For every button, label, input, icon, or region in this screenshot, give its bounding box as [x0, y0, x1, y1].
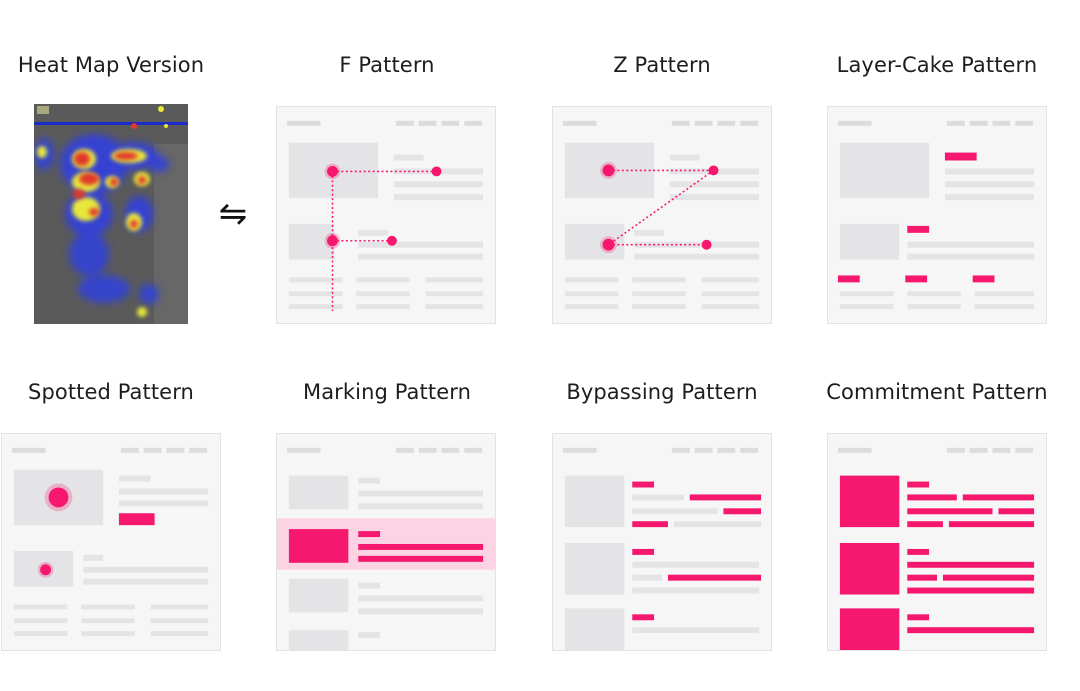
- z-pattern-card: [552, 106, 772, 324]
- layer-cake-pattern-title: Layer-Cake Pattern: [836, 53, 1038, 77]
- bypassing-pattern-card: [552, 433, 772, 651]
- f-pattern-card: [276, 106, 496, 324]
- swap-arrows-icon: ⇋: [218, 194, 248, 234]
- heatmap-image: [34, 104, 188, 324]
- spotted-pattern-card: [1, 433, 221, 651]
- commitment-pattern-card: [827, 433, 1047, 651]
- heatmap-title: Heat Map Version: [17, 53, 205, 77]
- bypassing-pattern-title: Bypassing Pattern: [566, 380, 758, 404]
- f-pattern-title: F Pattern: [339, 53, 435, 77]
- marking-pattern-title: Marking Pattern: [303, 380, 471, 404]
- marking-pattern-card: [276, 433, 496, 651]
- layer-cake-pattern-card: [827, 106, 1047, 324]
- z-pattern-title: Z Pattern: [613, 53, 711, 77]
- spotted-pattern-title: Spotted Pattern: [28, 380, 194, 404]
- commitment-pattern-title: Commitment Pattern: [826, 380, 1048, 404]
